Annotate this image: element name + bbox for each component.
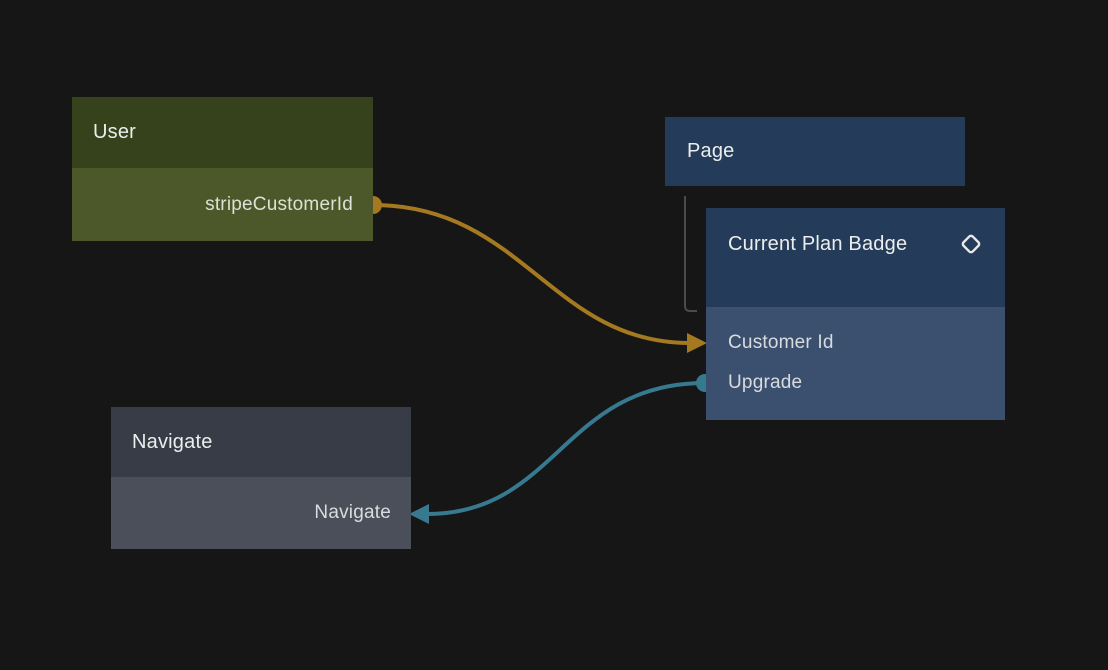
input-label-customer-id: Customer Id bbox=[728, 332, 834, 353]
node-user-header[interactable]: User bbox=[72, 97, 373, 168]
node-page-header[interactable]: Page bbox=[665, 117, 965, 186]
node-user-body: stripeCustomerId bbox=[72, 168, 373, 241]
wire-arrowhead-customerid bbox=[687, 333, 707, 353]
node-navigate[interactable]: Navigate Navigate bbox=[111, 407, 411, 549]
input-label-navigate[interactable]: Navigate bbox=[314, 502, 391, 523]
node-current-plan-badge[interactable]: Current Plan Badge Customer Id Upgrade bbox=[706, 208, 1005, 420]
node-navigate-header[interactable]: Navigate bbox=[111, 407, 411, 477]
node-current-plan-badge-header[interactable]: Current Plan Badge bbox=[706, 208, 1005, 307]
output-label-stripecustomerid[interactable]: stripeCustomerId bbox=[205, 193, 353, 215]
input-row-upgrade[interactable]: Upgrade bbox=[728, 363, 1005, 403]
node-page[interactable]: Page bbox=[665, 117, 965, 186]
diamond-icon bbox=[958, 231, 984, 257]
wire-arrowhead-navigate bbox=[409, 504, 429, 524]
node-navigate-title: Navigate bbox=[132, 430, 213, 453]
node-user-title: User bbox=[93, 121, 137, 143]
wire-stripecustomerid-to-customerid[interactable] bbox=[371, 203, 692, 345]
node-navigate-body: Navigate bbox=[111, 477, 411, 549]
page-child-tree-connector bbox=[684, 196, 697, 312]
node-user[interactable]: User stripeCustomerId bbox=[72, 97, 373, 241]
node-page-title: Page bbox=[687, 140, 735, 162]
input-label-upgrade: Upgrade bbox=[728, 372, 803, 393]
node-current-plan-badge-body: Customer Id Upgrade bbox=[706, 307, 1005, 420]
node-current-plan-badge-title: Current Plan Badge bbox=[728, 233, 908, 255]
input-row-customer-id[interactable]: Customer Id bbox=[728, 323, 1005, 363]
wire-upgrade-to-navigate[interactable] bbox=[425, 381, 707, 516]
